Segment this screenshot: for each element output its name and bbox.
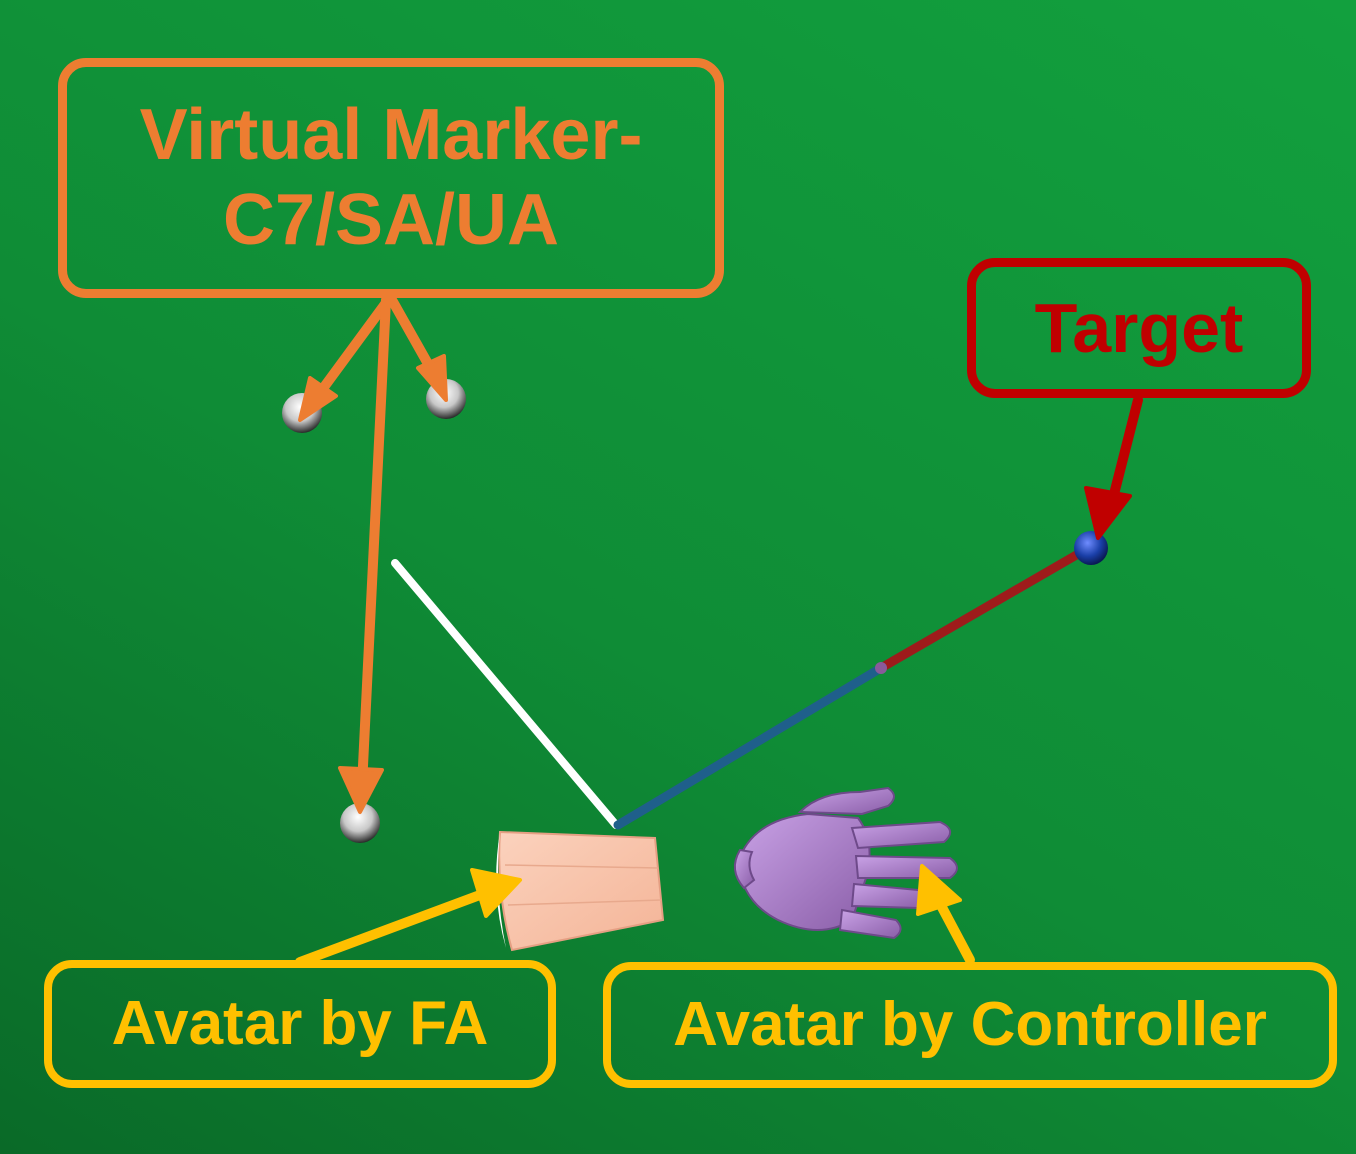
avatar-fa-arrow [295,868,522,967]
vector-blue-segment [613,663,886,830]
virtual-marker-label-line1: Virtual Marker- [139,95,643,176]
virtual-marker-sphere [340,803,380,843]
avatar-controller-label-text: Avatar by Controller [673,990,1267,1060]
avatar-controller-label: Avatar by Controller [603,962,1337,1088]
virtual-marker-label-line2: C7/SA/UA [222,180,560,260]
hand-avatar [733,786,958,940]
avatar-fa-label-text: Avatar by FA [111,989,489,1059]
avatar-fa-label: Avatar by FA [44,960,556,1088]
virtual-marker-label: Virtual Marker- C7/SA/UA [58,58,724,298]
vector-joint [875,662,887,674]
avatar-controller-arrow [916,864,975,965]
virtual-marker-arrows [298,295,448,814]
target-label: Target [967,258,1311,398]
target-sphere [1074,531,1108,565]
white-rod [391,559,620,829]
vector-red-segment [876,545,1090,673]
forearm-avatar [496,830,665,952]
target-arrow [1084,395,1143,540]
target-label-text: Target [1034,288,1244,367]
